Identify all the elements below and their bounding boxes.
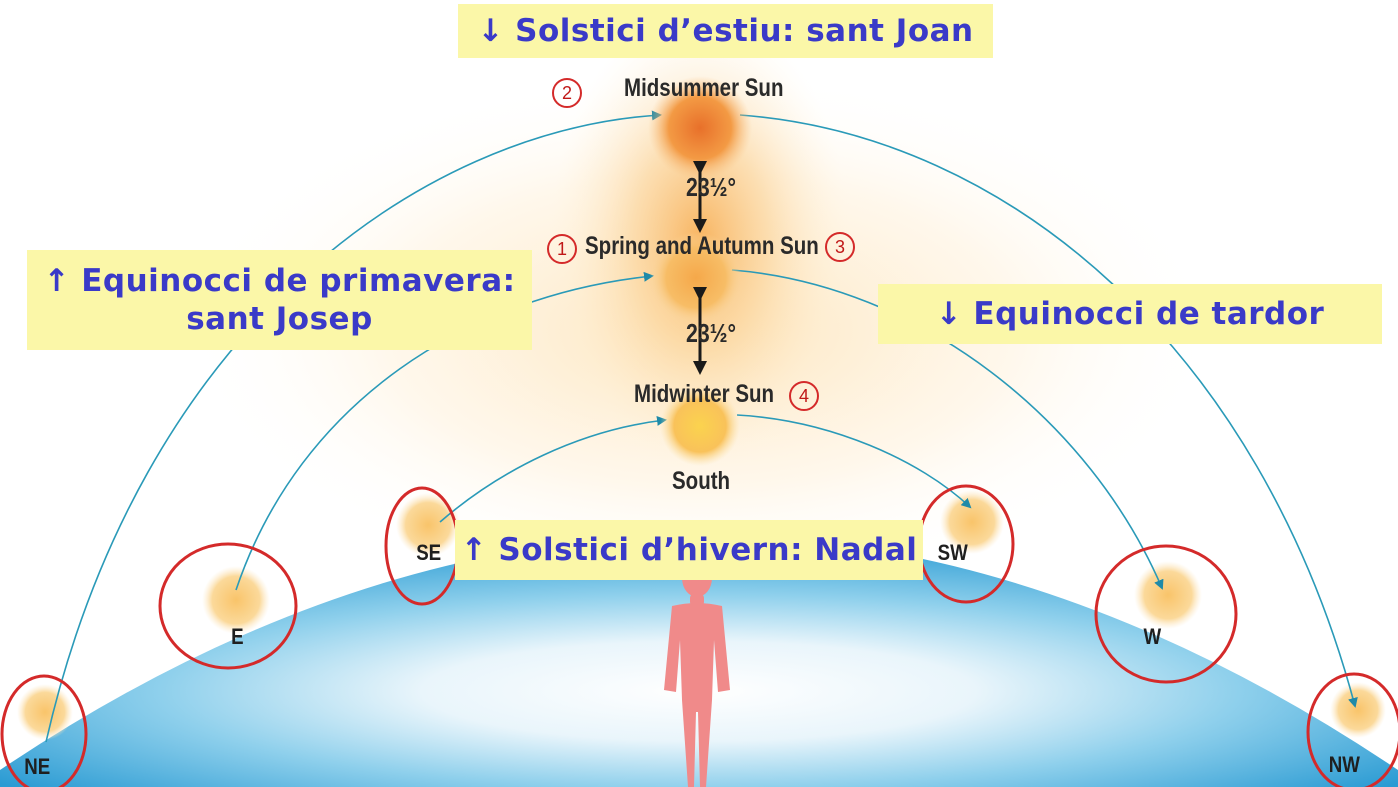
winter-solstice-banner: ↑ Solstici d’hivern: Nadal <box>455 520 923 580</box>
horizon-sun-sw <box>940 490 1004 554</box>
direction-nw: NW <box>1328 752 1360 777</box>
upper-angle-label: 23½° <box>686 172 737 202</box>
winter-solstice-text: ↑ Solstici d’hivern: Nadal <box>460 532 918 568</box>
ne-circle <box>0 674 88 787</box>
horizon-sun-ne <box>17 684 73 740</box>
midsummer-sun-label: Midsummer Sun <box>624 74 784 102</box>
direction-e: E <box>231 624 244 649</box>
horizon-sun-se <box>396 493 460 557</box>
horizon-sun-e <box>202 566 270 634</box>
lower-angle-label: 23½° <box>686 318 737 348</box>
autumn-equinox-text: ↓ Equinocci de tardor <box>935 296 1325 332</box>
direction-ne: NE <box>24 754 51 779</box>
nw-circle <box>1306 672 1398 787</box>
equinox-path-setting <box>731 269 1164 590</box>
spring-equinox-banner: ↑ Equinocci de primavera: sant Josep <box>27 250 532 350</box>
marker-1: 1 <box>547 234 577 264</box>
midsummer-sun <box>648 76 752 180</box>
autumn-equinox-banner: ↓ Equinocci de tardor <box>878 284 1382 344</box>
horizon-sun-nw <box>1330 682 1386 738</box>
midwinter-path-rising <box>439 415 667 523</box>
south-label: South <box>672 467 731 495</box>
marker-2: 2 <box>552 78 582 108</box>
horizon-sun-w <box>1134 561 1202 629</box>
e-circle <box>158 542 298 670</box>
midwinter-sun-label: Midwinter Sun <box>634 380 775 408</box>
spring-equinox-line2: sant Josep <box>186 301 373 337</box>
marker-4: 4 <box>789 381 819 411</box>
direction-se: SE <box>416 540 442 565</box>
w-circle <box>1094 544 1238 684</box>
equinox-sun <box>650 232 742 324</box>
direction-w: W <box>1143 624 1162 649</box>
midwinter-sun <box>660 386 740 466</box>
spring-equinox-line1: ↑ Equinocci de primavera: <box>43 263 516 299</box>
summer-solstice-banner: ↓ Solstici d’estiu: sant Joan <box>458 4 993 58</box>
spring-autumn-sun-label: Spring and Autumn Sun <box>585 232 819 260</box>
direction-sw: SW <box>937 540 968 565</box>
equinox-path-rising <box>235 271 654 591</box>
summer-solstice-text: ↓ Solstici d’estiu: sant Joan <box>477 13 974 49</box>
marker-3: 3 <box>825 232 855 262</box>
